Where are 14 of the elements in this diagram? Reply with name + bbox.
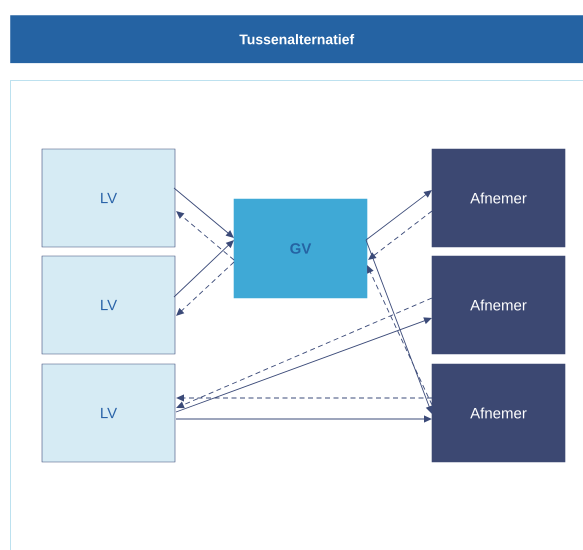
arrow: [174, 240, 234, 298]
arrow: [176, 211, 234, 260]
title-band: Tussenalternatief: [10, 15, 583, 64]
afnemer-box: Afnemer: [432, 256, 566, 354]
afnemer-box: Afnemer: [432, 148, 566, 248]
arrow: [368, 210, 432, 260]
lv-box: LV: [42, 364, 176, 462]
arrow: [176, 262, 234, 316]
arrow: [174, 188, 234, 238]
afnemer-box: Afnemer: [432, 364, 566, 462]
gv-box: GV: [234, 198, 368, 298]
lv-box: LV: [42, 148, 176, 248]
arrow: [366, 190, 432, 240]
lv-box: LV: [42, 256, 176, 354]
